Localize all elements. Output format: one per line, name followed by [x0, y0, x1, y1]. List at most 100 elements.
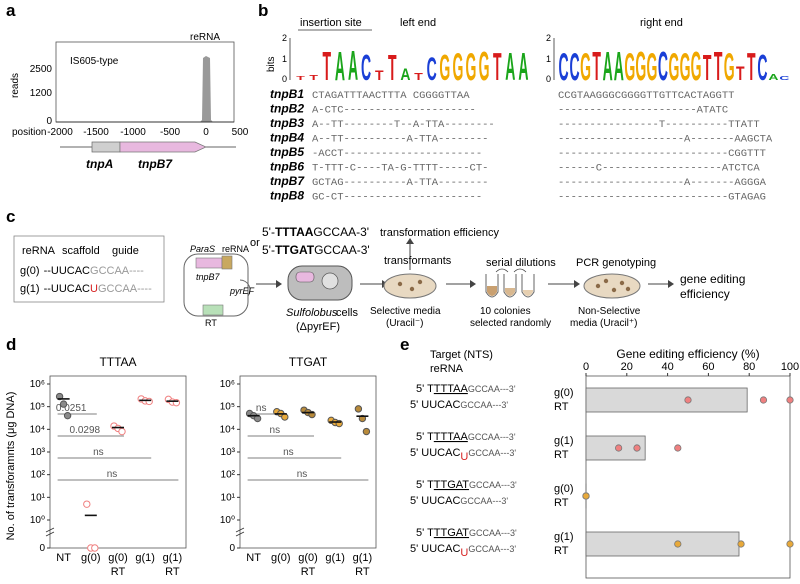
g1-guide: GCCAA----: [98, 283, 152, 295]
is605-label: IS605-type: [70, 56, 119, 67]
ytick-label: 10⁶: [30, 379, 45, 390]
xtick-m1000: -1000: [120, 127, 146, 138]
data-point: [615, 444, 623, 452]
colony: [595, 283, 601, 289]
target-prefix: 5' T: [416, 527, 434, 539]
logo-letter: A: [348, 42, 358, 89]
alignment-row-name: tnpB2: [270, 102, 304, 116]
data-point: [118, 427, 126, 436]
logo-letter: T: [592, 45, 601, 89]
efficiency-bar: [585, 387, 748, 413]
g1-line: g(1)--UUCACUGCCAA----: [20, 283, 152, 295]
logo-letter: G: [466, 45, 477, 89]
rerna-seq: 5' UUCACUGCCAA---3': [410, 543, 516, 559]
category-label: g(0): [298, 552, 318, 564]
data-point: [354, 405, 363, 413]
logo-letter: G: [724, 45, 735, 89]
transformants-label: transformants: [384, 255, 452, 267]
target-suffix: GCCAA---3': [468, 432, 516, 442]
logo-letter: G: [635, 45, 646, 89]
pcr-genotyping-label: PCR genotyping: [576, 257, 656, 269]
logo-letter: G: [680, 45, 691, 89]
logo-letter: A: [400, 66, 410, 84]
alignment-row-name: tnpB5: [270, 145, 304, 159]
alignment-row-name: tnpB8: [270, 189, 304, 203]
chart-editing-efficiency: Gene editing efficiency (%)Target (NTS)r…: [410, 347, 799, 579]
chart-title: TTTAA: [99, 355, 136, 369]
selective-plate: transformants Selective media (Uracil⁻): [370, 255, 452, 329]
logo-letter: C: [570, 45, 580, 89]
data-point: [582, 492, 590, 500]
ytick-label: 10²: [221, 470, 236, 481]
tnpa-gene: [91, 141, 121, 153]
data-point: [59, 400, 68, 408]
alignment-row-name: tnpB3: [270, 116, 304, 130]
logo-letter: T: [388, 47, 397, 88]
left-bits-2: 2: [282, 33, 287, 43]
target1: 5'-TTTAAGCCAA-3': [262, 225, 369, 239]
category-label: g(0): [271, 552, 291, 564]
left-bits-label: bits: [266, 56, 277, 72]
logo-letter: G: [691, 45, 702, 89]
logo-letter: G: [439, 47, 450, 88]
plot-frame: [49, 375, 187, 549]
significance-label: ns: [297, 469, 308, 480]
tube-1-fill: [487, 286, 497, 296]
guide-label: g(1): [554, 435, 574, 447]
colony: [409, 286, 415, 292]
arrow-1-head: [276, 280, 282, 288]
ytick-label: 10³: [31, 447, 46, 458]
rerna-peak-label: reRNA: [190, 32, 220, 43]
data-point: [281, 413, 289, 421]
logo-letter: A: [603, 45, 613, 89]
logo-letter: C: [427, 53, 437, 88]
alignment-row-name: tnpB6: [270, 160, 304, 174]
alignment-left-seq: GC-CT----------------------: [312, 192, 482, 204]
panel-a-reads-plot: IS605-type reRNA reads 2500 1200 0 posit…: [10, 32, 249, 171]
arrow-3-head: [470, 280, 476, 288]
colony: [619, 280, 625, 286]
logo-letter: T: [736, 63, 745, 85]
significance-label: ns: [107, 469, 118, 480]
data-point: [674, 540, 682, 548]
alignment-left-seq: A-CTC---------------------: [312, 105, 476, 117]
target-suffix: GCCAA---3': [468, 384, 516, 394]
ytick-label: 10⁰: [220, 515, 235, 526]
panel-label-e: e: [400, 335, 409, 354]
ytick-label: 10²: [31, 470, 46, 481]
arrow-4-head: [574, 280, 580, 288]
rerna-prefix: 5' UUCAC: [410, 495, 460, 507]
serial-dilutions-label: serial dilutions: [486, 257, 556, 269]
logo-letter: G: [452, 45, 463, 89]
category-label-rt: RT: [301, 566, 316, 578]
alignment-row-name: tnpB7: [270, 174, 305, 188]
target-header: Target (NTS): [430, 349, 493, 361]
target-prefix: 5' T: [416, 479, 434, 491]
rerna-seq: 5' UUCACUGCCAA---3': [410, 447, 516, 463]
colonies-label: 10 colonies: [480, 306, 531, 317]
category-label: g(1): [325, 552, 345, 564]
g1-scaffold: --UUCAC: [44, 283, 90, 295]
alignment-right-seq: ------C-------------------ATCTCA: [558, 163, 760, 175]
left-bits-1: 1: [282, 54, 287, 64]
selective-media-label: Selective media: [370, 306, 441, 317]
logo-letter: C: [658, 45, 668, 89]
data-point: [63, 411, 72, 420]
category-label: g(1): [135, 552, 155, 564]
logo-letter: G: [646, 45, 657, 89]
insertion-site-label: insertion site: [300, 17, 362, 29]
pyref-arc: [239, 279, 251, 297]
rt-label: RT: [554, 545, 569, 557]
logo-letter: C: [757, 47, 767, 88]
alignment-left-seq: A--TT----------A-TTA--------: [312, 134, 488, 146]
alignment-row-name: tnpB4: [270, 131, 304, 145]
target1-suffix: GCCAA-3': [313, 225, 369, 239]
category-label: NT: [246, 552, 261, 564]
rerna-prefix: 5' UUCAC: [410, 447, 460, 459]
logo-letter: A: [518, 45, 528, 89]
tnpb7-gene: [119, 141, 207, 153]
rerna-seq: 5' UUCACGCCAA---3': [410, 399, 508, 411]
data-point: [684, 396, 692, 404]
logo-letter: T: [414, 71, 423, 82]
